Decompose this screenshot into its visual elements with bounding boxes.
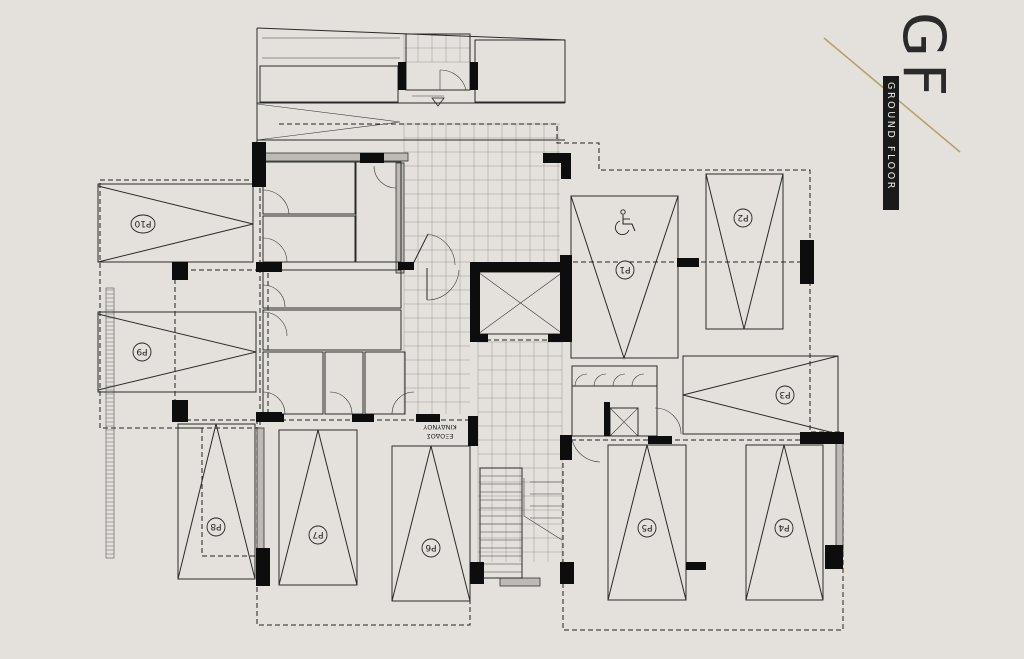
parking-label-p9: P9: [132, 342, 152, 362]
storage-rooms: [262, 161, 415, 415]
parking-label-circle: [637, 518, 657, 538]
floor-subtitle-tag: [883, 76, 899, 210]
right-service-room: [571, 365, 682, 463]
stair-arrow-icon: [431, 97, 445, 107]
floor-code-title: GF: [890, 12, 958, 102]
parking-label-text: P2: [737, 212, 748, 222]
parking-label-text: P6: [425, 542, 436, 552]
floor-title-block: GF GROUND FLOOR: [823, 12, 961, 210]
top-service-area: [256, 27, 566, 150]
floor-subtitle: GROUND FLOOR: [885, 82, 896, 191]
parking-label-p5: P5: [637, 518, 657, 538]
stairs: [479, 467, 563, 579]
parking-label-circle: [733, 208, 753, 228]
entrance-door: [411, 233, 460, 301]
parking-label-p3: P3: [775, 385, 795, 405]
parking-bays: [97, 173, 839, 602]
parking-label-p4: P4: [774, 518, 794, 538]
parking-label-circle: [132, 342, 152, 362]
parking-label-p1: P1: [615, 260, 635, 280]
left-fence: [105, 287, 115, 559]
hatched-walls: [256, 152, 844, 587]
parking-label-text: P7: [312, 529, 323, 539]
exit-label-line1: ΕΞΟΔΟΣ: [427, 432, 454, 440]
parking-label-text: P5: [641, 522, 652, 532]
parking-label-circle: [130, 214, 156, 234]
parking-label-circle: [774, 518, 794, 538]
parking-label-text: P9: [136, 346, 147, 356]
dashed-outlines: [99, 123, 844, 631]
exit-label-line2: ΚΙΝΔΥΝΟΥ: [423, 423, 456, 431]
parking-label-text: P4: [778, 522, 789, 532]
parking-label-p2: P2: [733, 208, 753, 228]
parking-label-text: P3: [779, 389, 790, 399]
parking-label-p8: P8: [206, 517, 226, 537]
parking-label-text: P8: [210, 521, 221, 531]
floor-tile-grid: [403, 33, 563, 562]
parking-label-circle: [421, 538, 441, 558]
parking-label-p6: P6: [421, 538, 441, 558]
lift-core: [477, 271, 639, 437]
parking-label-circle: [775, 385, 795, 405]
parking-label-text: P1: [619, 264, 630, 274]
emergency-exit-label: ΕΞΟΔΟΣ ΚΙΝΔΥΝΟΥ: [423, 423, 456, 440]
parking-label-p7: P7: [308, 525, 328, 545]
structural-walls: [172, 62, 844, 586]
parking-label-circle: [615, 260, 635, 280]
parking-label-text: P10: [134, 218, 151, 228]
parking-label-circle: [206, 517, 226, 537]
parking-label-p10: P10: [130, 214, 156, 234]
parking-label-circle: [308, 525, 328, 545]
wheelchair-icon: [614, 209, 636, 236]
